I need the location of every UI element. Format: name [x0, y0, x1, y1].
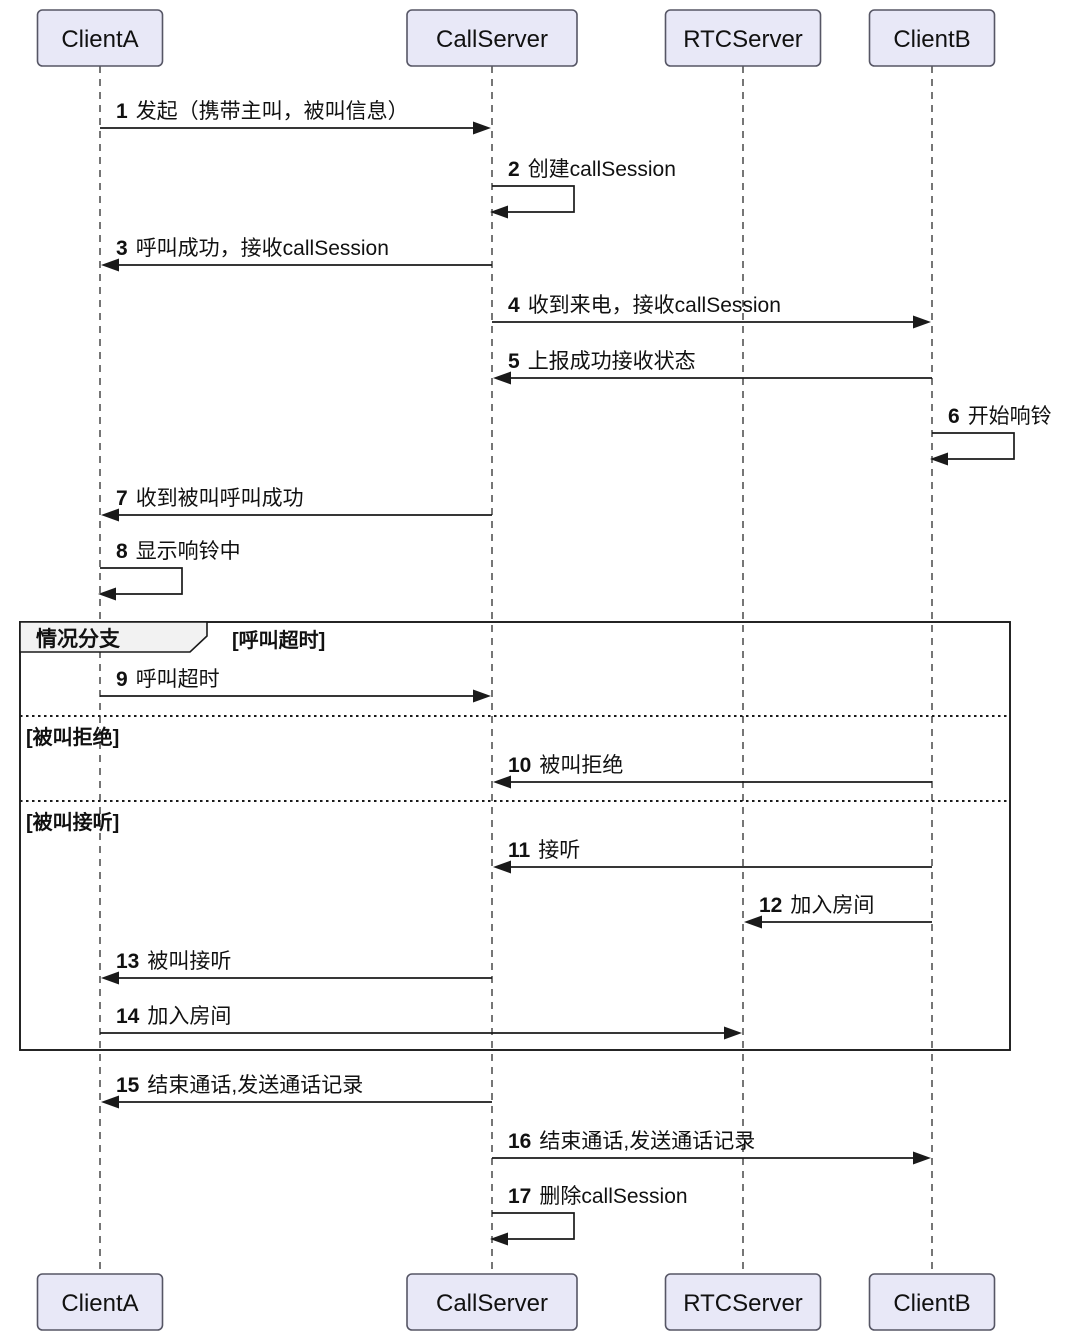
- participant-rect: [36, 9, 164, 67]
- participant-label: ClientA: [61, 26, 138, 53]
- self-message-line: [492, 185, 575, 213]
- alt-condition: [被叫拒绝]: [26, 725, 119, 749]
- participant-RTCServer-top-box: RTCServer: [664, 9, 822, 67]
- participant-ClientB-bottom-box: ClientB: [868, 1273, 996, 1331]
- participant-CallServer-bottom-box: CallServer: [406, 1273, 578, 1331]
- self-message-line: [492, 1212, 575, 1240]
- participant-rect: [868, 9, 996, 67]
- participant-CallServer-top-box: CallServer: [406, 9, 578, 67]
- self-message-line: [100, 567, 183, 595]
- arrowhead-icon: [101, 258, 119, 272]
- arrowhead-icon: [101, 971, 119, 985]
- alt-frame: [19, 621, 1011, 1051]
- participant-rect: [868, 1273, 996, 1331]
- arrowhead-icon: [98, 587, 116, 601]
- participant-ClientA-top-box: ClientA: [36, 9, 164, 67]
- arrowhead-icon: [744, 915, 762, 929]
- participant-label: CallServer: [436, 1290, 548, 1317]
- participant-label: ClientA: [61, 1290, 138, 1317]
- participant-ClientB-top-box: ClientB: [868, 9, 996, 67]
- alt-condition: [被叫接听]: [26, 810, 119, 834]
- participant-rect: [406, 1273, 578, 1331]
- arrowhead-icon: [490, 205, 508, 219]
- arrowhead-icon: [930, 452, 948, 466]
- alt-label: 情况分支: [36, 627, 121, 651]
- arrowhead-icon: [493, 775, 511, 789]
- arrowhead-icon: [724, 1026, 742, 1040]
- alt-condition: [呼叫超时]: [232, 628, 325, 652]
- participant-ClientA-bottom-box: ClientA: [36, 1273, 164, 1331]
- self-message-line: [932, 432, 1015, 460]
- participant-label: ClientB: [893, 1290, 970, 1317]
- arrowhead-icon: [473, 689, 491, 703]
- participant-RTCServer-bottom-box: RTCServer: [664, 1273, 822, 1331]
- arrowhead-icon: [490, 1232, 508, 1246]
- arrowhead-icon: [493, 371, 511, 385]
- participant-label: ClientB: [893, 26, 970, 53]
- arrowhead-icon: [101, 1095, 119, 1109]
- participant-label: RTCServer: [683, 1290, 803, 1317]
- arrowhead-icon: [101, 508, 119, 522]
- participant-rect: [664, 9, 822, 67]
- arrowhead-icon: [913, 315, 931, 329]
- arrowhead-icon: [493, 860, 511, 874]
- alt-label-pentagon: [19, 621, 208, 653]
- participant-rect: [36, 1273, 164, 1331]
- participant-label: CallServer: [436, 26, 548, 53]
- participant-label: RTCServer: [683, 26, 803, 53]
- arrowhead-icon: [473, 121, 491, 135]
- participant-rect: [406, 9, 578, 67]
- arrowhead-icon: [913, 1151, 931, 1165]
- participant-rect: [664, 1273, 822, 1331]
